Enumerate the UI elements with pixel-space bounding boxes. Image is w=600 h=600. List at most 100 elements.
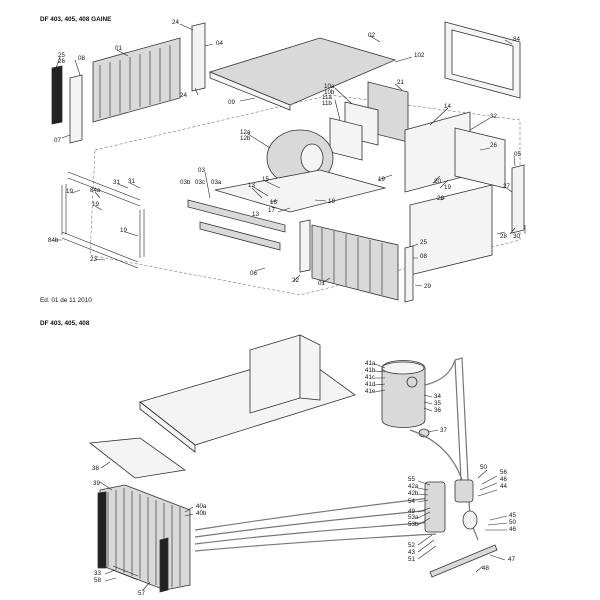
bottom-callout-45: 45 (509, 512, 516, 519)
bottom-callout-43: 43 (408, 549, 415, 556)
top-callout-22: 22 (292, 277, 299, 284)
top-callout-13: 13 (248, 182, 255, 189)
part-condenser-endplate (97, 491, 107, 569)
top-callout-29: 29 (424, 283, 431, 290)
top-callout-31: 31 (128, 178, 135, 185)
top-callout-12b: 12b (240, 135, 251, 142)
top-callout-04: 04 (216, 40, 223, 47)
top-callout-31: 31 (113, 179, 120, 186)
part-valve-cluster (424, 481, 446, 533)
bottom-callout-56: 56 (500, 469, 507, 476)
bottom-callout-50: 50 (480, 464, 487, 471)
part-frame-06 (299, 219, 311, 273)
top-callout-13: 13 (252, 211, 259, 218)
top-callout-32: 32 (490, 113, 497, 120)
bottom-callout-55: 55 (408, 476, 415, 483)
bottom-callout-38: 38 (92, 465, 99, 472)
part-panel-01 (409, 184, 493, 276)
top-callout-25: 25 (420, 239, 427, 246)
top-callout-07: 07 (54, 137, 61, 144)
top-callout-01: 01 (318, 280, 325, 287)
assembly-outline (89, 94, 521, 296)
top-callout-11a: 11a (322, 94, 332, 101)
bottom-callout-49: 49 (408, 508, 415, 515)
top-callout-84a: 84a (90, 187, 101, 194)
top-callout-26: 26 (490, 142, 497, 149)
part-filter-22 (311, 224, 399, 301)
part-condenser-endplate-2 (159, 537, 169, 593)
bottom-callout-51: 51 (408, 556, 415, 563)
top-leader-lines (55, 23, 526, 287)
part-strip-08 (404, 245, 414, 303)
top-callout-16: 16 (270, 199, 277, 206)
refrigerant-pipes (194, 359, 463, 552)
bottom-callout-41d: 41d (365, 381, 376, 388)
part-compressor-top (381, 361, 425, 375)
top-callout-24: 24 (172, 19, 179, 26)
part-post (191, 22, 206, 92)
part-base-pan-lip (139, 401, 196, 453)
header-bottom: DF 403, 405, 408 (40, 320, 90, 327)
part-side-strip (51, 65, 63, 125)
bottom-callout-41b: 41b (365, 367, 376, 374)
part-compressor-port (406, 376, 418, 388)
part-post-05 (511, 164, 525, 234)
header-top: DF 403, 405, 408 GAINE (40, 16, 112, 23)
top-callout-30: 30 (513, 233, 520, 240)
top-callout-19: 19 (92, 201, 99, 208)
bottom-callout-57: 57 (138, 590, 145, 597)
part-coil-loop (462, 510, 478, 530)
part-filter-dryer (454, 479, 474, 503)
part-filter-22-grid (321, 228, 383, 295)
top-callout-20: 20 (434, 178, 441, 185)
bottom-callout-46: 46 (509, 526, 516, 533)
top-callout-84b: 84b (48, 237, 59, 244)
top-callout-27: 27 (503, 183, 510, 190)
bottom-callout-35: 35 (434, 400, 441, 407)
top-callout-25: 25 (58, 52, 65, 59)
bottom-callout-44: 44 (500, 483, 507, 490)
part-rail-upper (187, 199, 286, 233)
top-callout-19: 19 (120, 227, 127, 234)
top-callout-14: 14 (444, 103, 451, 110)
top-callout-11b: 11b (322, 100, 332, 107)
part-frame-84-inner (451, 29, 514, 91)
part-top-cover-edge (209, 71, 291, 111)
part-blower-hub (300, 143, 324, 173)
top-callout-10b: 10b (324, 89, 335, 96)
bottom-callout-40a: 40a (196, 503, 207, 510)
bottom-callout-41a: 41a (365, 360, 376, 367)
part-pipe-48 (429, 544, 498, 578)
part-frame-19-left (61, 184, 67, 235)
top-callout-09: 09 (228, 99, 235, 106)
top-callout-19: 19 (444, 184, 451, 191)
part-frame-19-right (139, 209, 145, 258)
top-callout-12a: 12a (240, 129, 251, 136)
part-frame-19-bottom (61, 231, 139, 269)
bottom-callout-48: 48 (482, 565, 489, 572)
top-callout-02: 02 (368, 32, 375, 39)
bottom-callout-52: 52 (408, 542, 415, 549)
bottom-callout-40b: 40b (196, 510, 207, 517)
bottom-callout-36: 36 (434, 407, 441, 414)
part-clip-33 (112, 565, 139, 581)
top-callout-21: 21 (397, 79, 404, 86)
bottom-callout-42b: 42b (408, 490, 419, 497)
top-callout-01: 01 (115, 45, 122, 52)
top-callout-18: 18 (328, 198, 335, 205)
part-panel-32 (454, 127, 506, 189)
top-callout-24: 24 (180, 92, 187, 99)
part-filter-left (92, 37, 181, 123)
part-base-tray (214, 169, 387, 213)
top-callout-03a: 03a (211, 179, 222, 186)
bottom-callout-50: 50 (509, 519, 516, 526)
top-callout-84: 84 (513, 36, 520, 43)
top-callout-05: 05 (514, 151, 521, 158)
bottom-callout-46: 46 (500, 476, 507, 483)
top-callout-10a: 10a (324, 83, 335, 90)
bottom-callout-53a: 53a (408, 514, 419, 521)
part-rail-lower (199, 221, 281, 251)
bottom-callout-54: 54 (408, 498, 415, 505)
bottom-callout-34: 34 (434, 393, 441, 400)
